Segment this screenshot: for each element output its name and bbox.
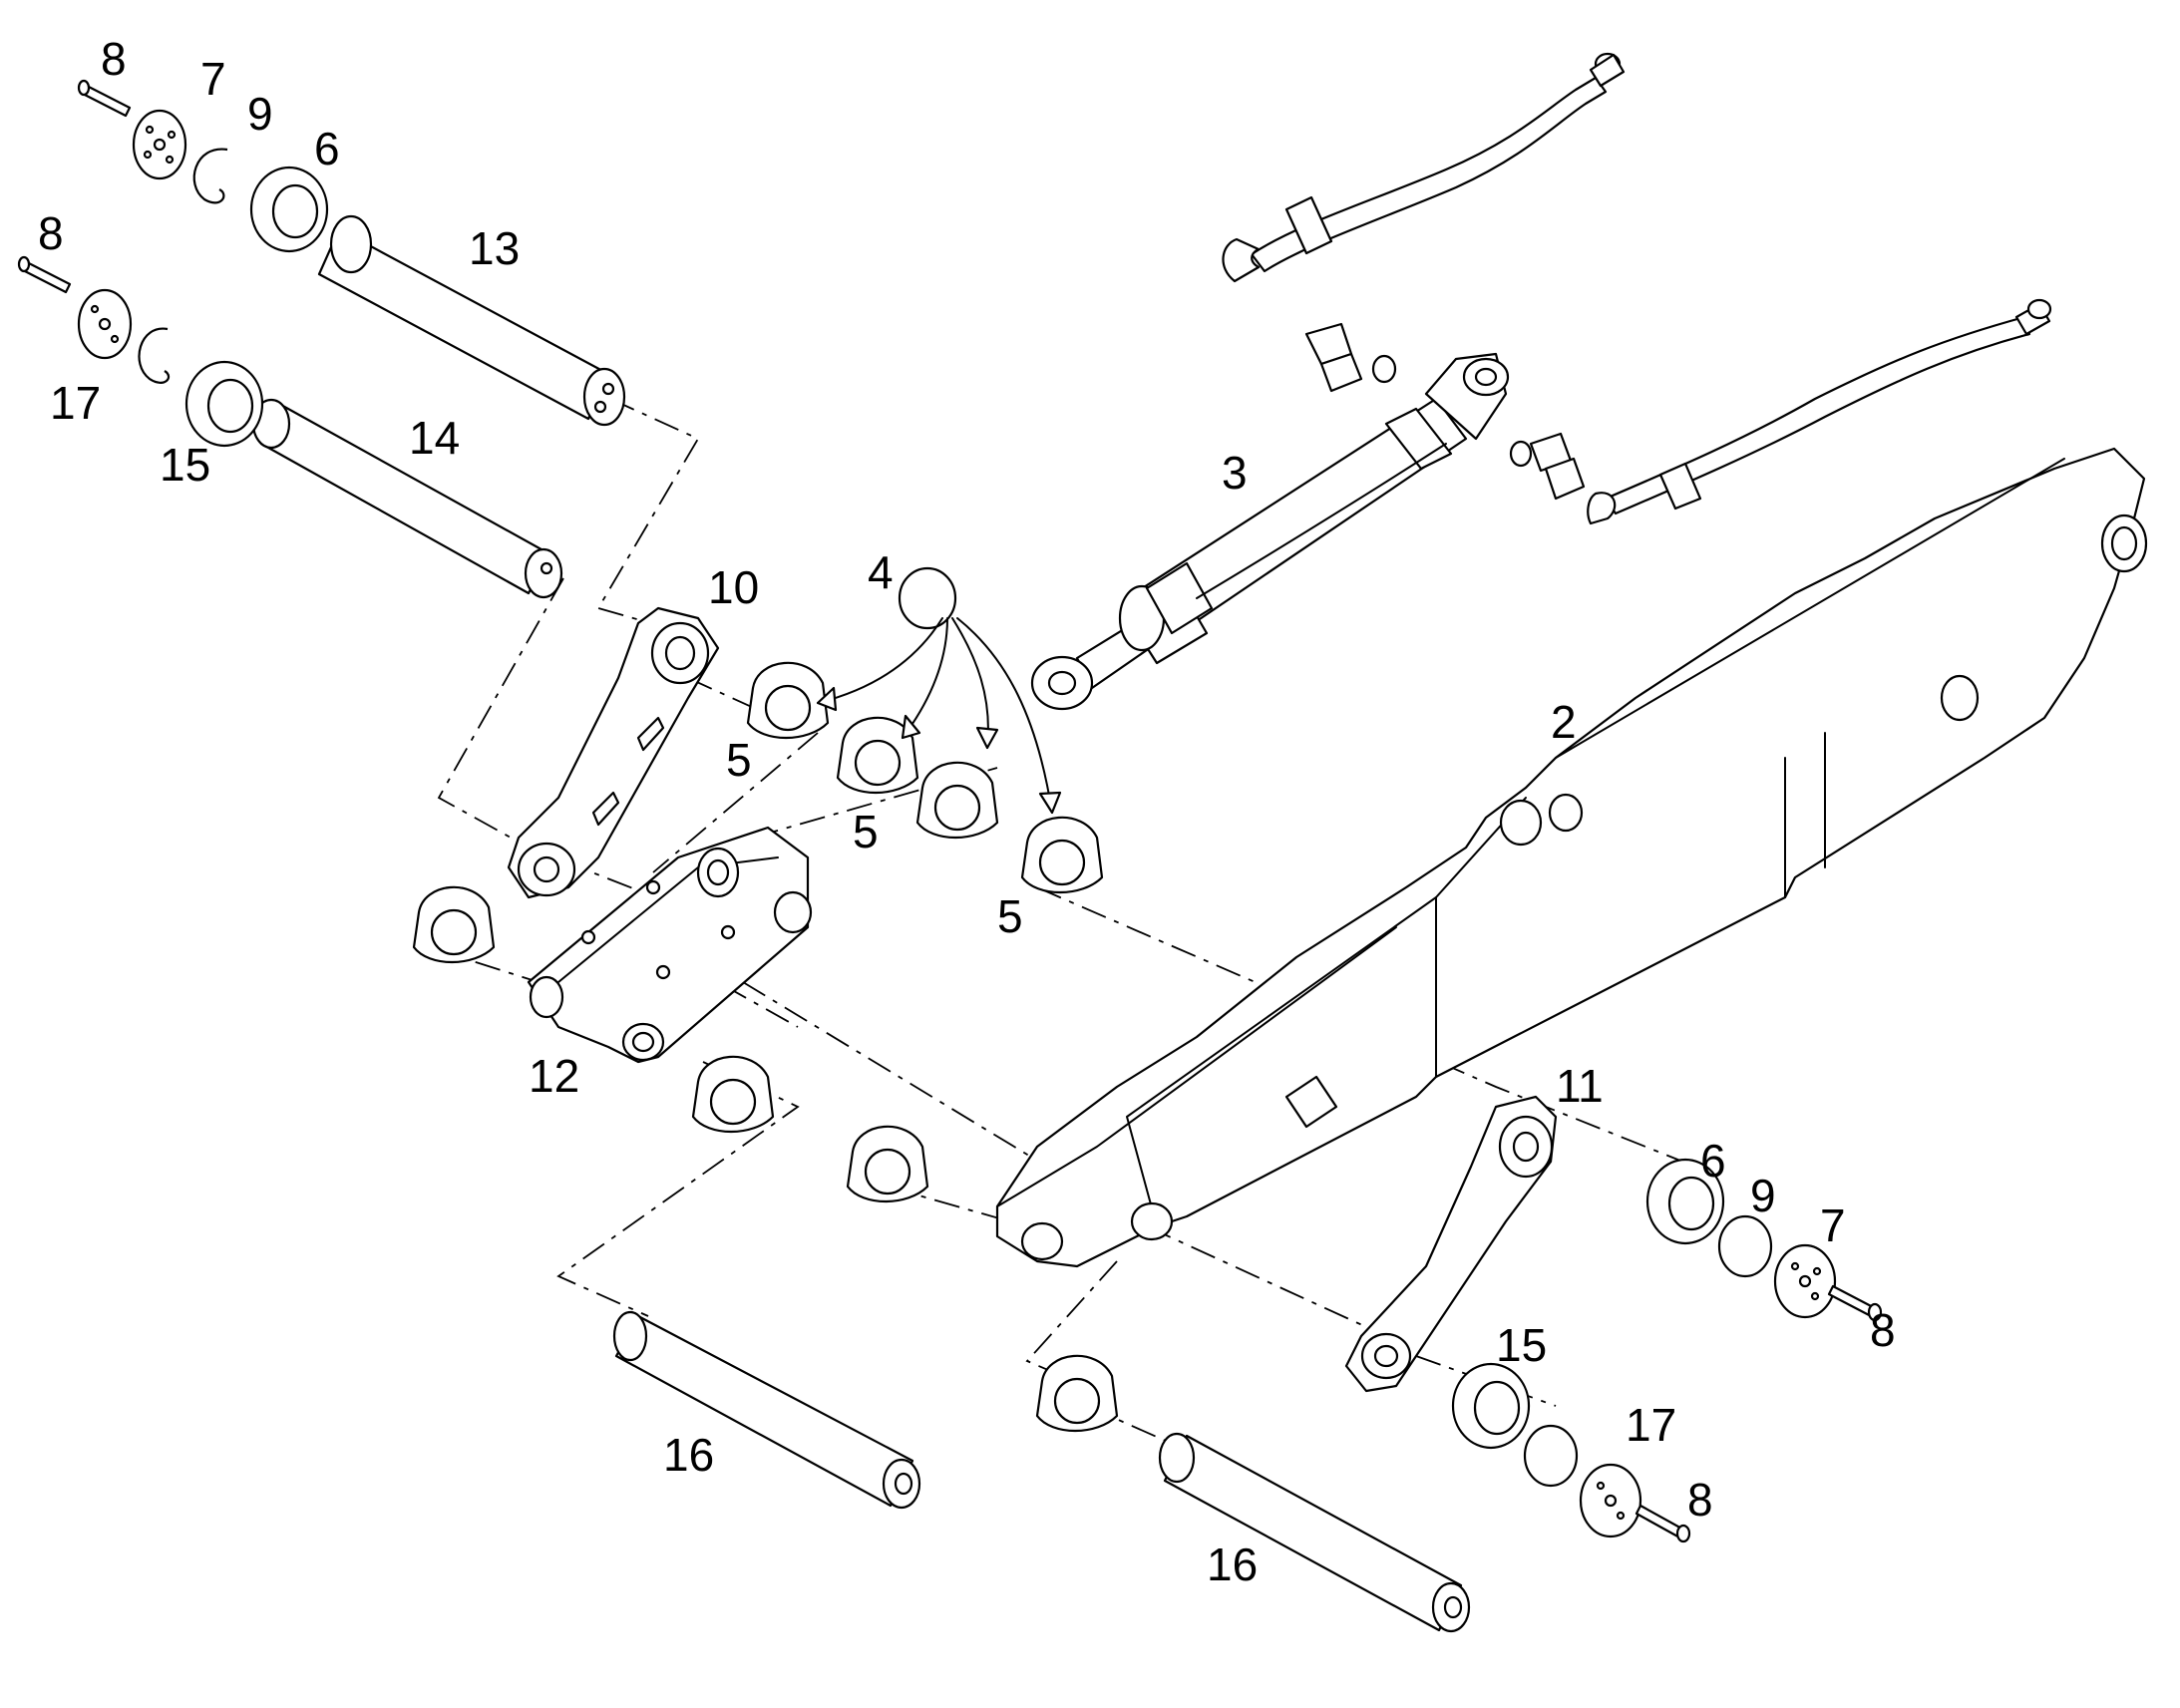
callout-5-right: 5 [997,890,1023,942]
callout-14: 14 [409,412,460,464]
pin-13 [317,214,626,427]
callout-8-bottom: 8 [1687,1474,1713,1526]
callout-10: 10 [708,561,759,613]
link-arm-upper [507,606,720,899]
callout-11: 11 [1556,1060,1604,1112]
callout-8-right: 8 [1870,1304,1896,1356]
pin-16-right [1158,1432,1471,1633]
callout-3: 3 [1222,447,1248,499]
callout-6-bottom: 6 [1700,1135,1726,1187]
callout-9-top: 9 [247,88,273,140]
callout-8-mid: 8 [38,207,64,259]
hydraulic-hose-upper [1222,52,1626,283]
boom-arm [995,447,2148,1268]
callout-2: 2 [1551,696,1577,748]
pin-14 [251,398,563,599]
link-arm-lower [1344,1095,1558,1393]
callout-15-top: 15 [160,439,210,491]
callout-9-bottom: 9 [1750,1170,1776,1221]
callout-13: 13 [469,222,520,274]
bearings [184,166,1725,1450]
retaining-plates [77,109,1837,1538]
callout-16-right: 16 [1207,1538,1258,1590]
hydraulic-cylinder [1030,352,1510,711]
bushings [412,661,1119,1433]
bell-crank-bracket [527,826,813,1064]
callout-16-left: 16 [663,1429,714,1481]
pin-16-left [612,1310,921,1510]
hose-flange-clamps [1304,322,1586,501]
callout-17-top: 17 [50,377,101,429]
bolts [17,79,1883,1543]
callout-4: 4 [868,546,894,598]
circlips [138,148,1773,1488]
callout-6-top: 6 [314,123,340,174]
callout-labels: 8 7 9 6 13 8 17 15 14 3 4 10 5 5 5 2 12 … [38,33,1896,1590]
callout-5-mid: 5 [853,806,879,857]
callout-15-bottom: 15 [1496,1319,1547,1371]
callout-7-top: 7 [200,53,226,105]
callout-17-bottom: 17 [1626,1399,1676,1451]
distribution-arrows [816,617,1062,815]
hydraulic-hose-lower [1587,298,2052,525]
callout-5-left: 5 [726,734,752,786]
callout-8-top: 8 [101,33,127,85]
callout-7-bottom: 7 [1820,1199,1846,1251]
callout-12: 12 [529,1050,579,1102]
